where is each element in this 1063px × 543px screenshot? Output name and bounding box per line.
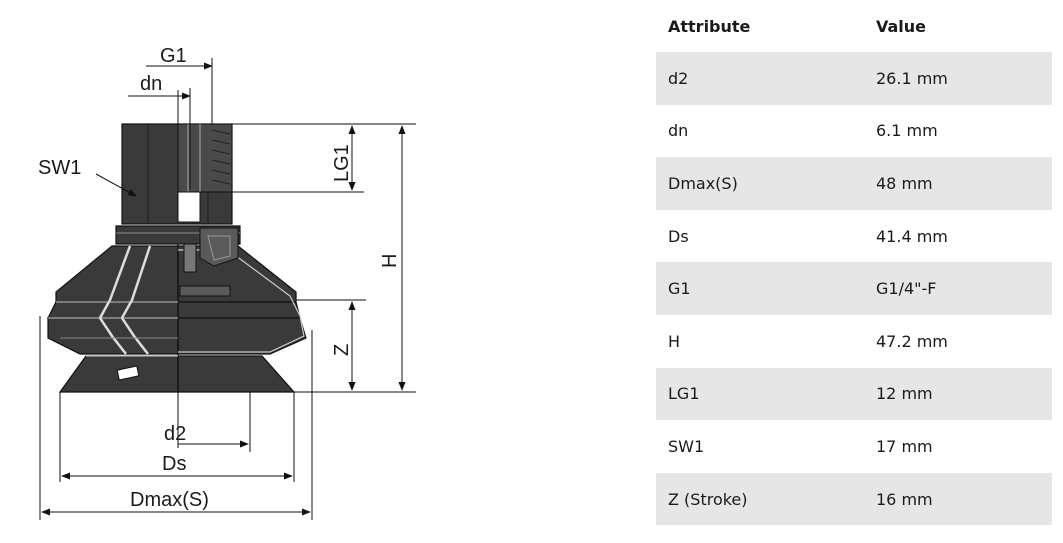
cell-value: 48 mm	[864, 157, 1052, 210]
technical-drawing: G1 dn SW1 LG1 H Z d2 Ds Dmax(S)	[38, 45, 416, 520]
suction-lip	[58, 355, 296, 393]
table-row: H 47.2 mm	[656, 315, 1052, 368]
lower-bellow	[47, 317, 307, 355]
cell-value: G1/4"-F	[864, 262, 1052, 315]
table-row: Z (Stroke)16 mm	[656, 472, 1052, 526]
cell-value: 41.4 mm	[876, 226, 948, 246]
cell-value: 12 mm	[864, 367, 1052, 421]
cell-attribute: Ds	[668, 226, 689, 246]
label-dmax: Dmax(S)	[130, 489, 209, 511]
cell-attribute: SW1	[668, 436, 705, 456]
cell-attribute: H	[668, 331, 681, 351]
label-dn: dn	[140, 73, 162, 95]
cell-attribute: d2	[656, 52, 864, 105]
label-lg1: LG1	[331, 144, 353, 182]
header-value: Value	[876, 16, 927, 36]
header-attribute: Attribute	[668, 16, 751, 36]
cell-value: 16 mm	[864, 472, 1052, 526]
suction-cup-drawing-svg: G1 dn SW1 LG1 H Z d2 Ds Dmax(S)	[38, 45, 416, 520]
cell-attribute: LG1	[656, 367, 864, 421]
label-d2: d2	[164, 423, 186, 445]
table-row: dn 6.1 mm	[656, 105, 1052, 158]
cell-value: 6.1 mm	[876, 121, 938, 141]
dimension-lines	[39, 58, 416, 520]
table-row: Ds 41.4 mm	[656, 210, 1052, 263]
cell-value: 26.1 mm	[864, 52, 1052, 105]
cell-attribute: dn	[668, 121, 689, 141]
label-h: H	[379, 254, 401, 268]
label-z: Z	[331, 344, 353, 356]
cell-value: 17 mm	[876, 436, 933, 456]
label-sw1: SW1	[38, 157, 81, 179]
label-g1: G1	[160, 45, 187, 67]
label-ds: Ds	[162, 453, 186, 475]
cell-attribute: Dmax(S)	[656, 157, 864, 210]
table-row: Dmax(S)48 mm	[656, 157, 1052, 210]
cell-value: 47.2 mm	[876, 331, 948, 351]
suction-cup-part	[47, 123, 307, 393]
table-header-row: Attribute Value	[656, 0, 1052, 52]
cell-attribute: Z (Stroke)	[656, 472, 864, 526]
table-row: SW1 17 mm	[656, 420, 1052, 473]
cell-attribute: G1	[656, 262, 864, 315]
